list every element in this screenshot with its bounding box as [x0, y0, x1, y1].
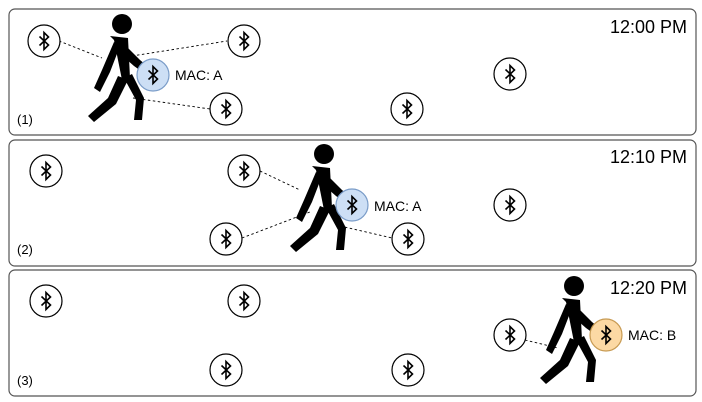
bluetooth-beacon — [493, 188, 527, 222]
panel-time: 12:00 PM — [610, 17, 687, 37]
panel-index-label: (2) — [17, 242, 33, 257]
bluetooth-beacon — [227, 24, 261, 58]
panel-3-frame — [8, 269, 697, 397]
bluetooth-beacon — [391, 222, 425, 256]
connection-line — [339, 225, 393, 239]
panel-index-label: (1) — [17, 112, 33, 127]
device-mac-label: MAC: A — [374, 198, 422, 214]
bluetooth-beacon — [493, 57, 527, 91]
connection-line — [131, 40, 228, 57]
bluetooth-beacon — [29, 284, 63, 318]
panel-time: 12:20 PM — [610, 278, 687, 298]
bluetooth-beacon — [227, 154, 261, 188]
panel-3: MAC: B 12:20 PM (3) — [8, 269, 697, 397]
tracked-device — [136, 58, 170, 92]
tracked-device — [589, 318, 623, 352]
connection-line — [259, 170, 301, 191]
device-mac-label: MAC: A — [175, 67, 223, 83]
panel-time: 12:10 PM — [610, 147, 687, 167]
bluetooth-beacon — [27, 24, 61, 58]
bluetooth-beacon — [209, 92, 243, 126]
bluetooth-beacon — [227, 284, 261, 318]
device-mac-label: MAC: B — [628, 327, 676, 343]
panel-1: MAC: A 12:00 PM (1) — [8, 8, 697, 136]
bluetooth-beacon — [209, 353, 243, 387]
bluetooth-beacon — [391, 353, 425, 387]
bluetooth-beacon — [493, 318, 527, 352]
tracked-device — [335, 188, 369, 222]
panel-2: MAC: A 12:10 PM (2) — [8, 139, 697, 267]
panel-index-label: (3) — [17, 373, 33, 388]
connection-line — [524, 339, 559, 349]
bluetooth-beacon — [29, 154, 63, 188]
bluetooth-beacon — [209, 222, 243, 256]
panel-1-frame — [8, 8, 697, 136]
bluetooth-beacon — [390, 92, 424, 126]
